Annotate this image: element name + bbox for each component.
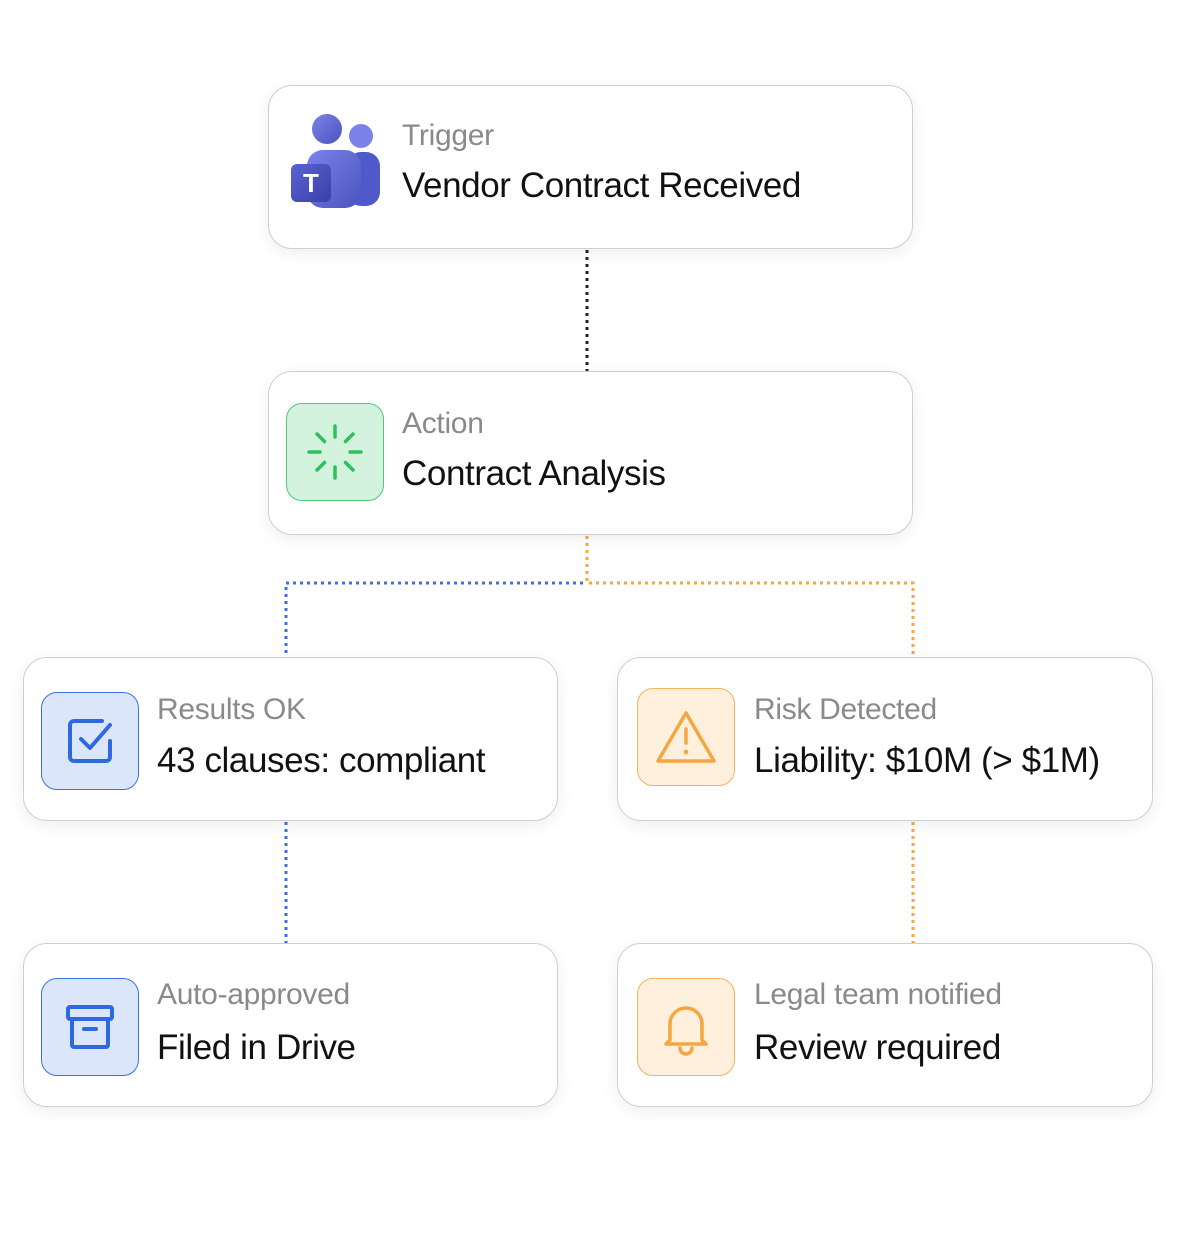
risk-label: Risk Detected — [754, 693, 937, 726]
approved-value: Filed in Drive — [157, 1028, 356, 1067]
risk-value: Liability: $10M (> $1M) — [754, 741, 1100, 780]
archive-icon — [66, 1005, 114, 1049]
bell-icon — [664, 1006, 708, 1056]
warning-icon — [656, 711, 716, 763]
auto-approved-card[interactable]: Auto-approved Filed in Drive — [23, 943, 558, 1107]
risk-detected-card[interactable]: Risk Detected Liability: $10M (> $1M) — [617, 657, 1153, 821]
trigger-card[interactable]: T Trigger Vendor Contract Received — [268, 85, 913, 249]
results-ok-label: Results OK — [157, 693, 306, 726]
results-ok-icon-tile — [41, 692, 139, 790]
action-label: Action — [402, 407, 484, 440]
action-value: Contract Analysis — [402, 454, 666, 493]
checkbox-icon — [68, 719, 112, 763]
microsoft-teams-icon: T — [291, 114, 380, 208]
legal-value: Review required — [754, 1028, 1001, 1067]
action-card[interactable]: Action Contract Analysis — [268, 371, 913, 535]
legal-notified-card[interactable]: Legal team notified Review required — [617, 943, 1153, 1107]
legal-label: Legal team notified — [754, 978, 1002, 1011]
results-ok-card[interactable]: Results OK 43 clauses: compliant — [23, 657, 558, 821]
connector-action-to-ok — [284, 581, 583, 658]
svg-text:T: T — [303, 168, 319, 198]
legal-icon-tile — [637, 978, 735, 1076]
approved-label: Auto-approved — [157, 978, 350, 1011]
risk-icon-tile — [637, 688, 735, 786]
results-ok-value: 43 clauses: compliant — [157, 741, 486, 780]
trigger-value: Vendor Contract Received — [402, 166, 801, 205]
approved-icon-tile — [41, 978, 139, 1076]
connector-action-to-risk — [585, 536, 915, 658]
trigger-label: Trigger — [402, 119, 494, 152]
action-icon-tile — [286, 403, 384, 501]
loading-spinner-icon — [307, 424, 363, 480]
